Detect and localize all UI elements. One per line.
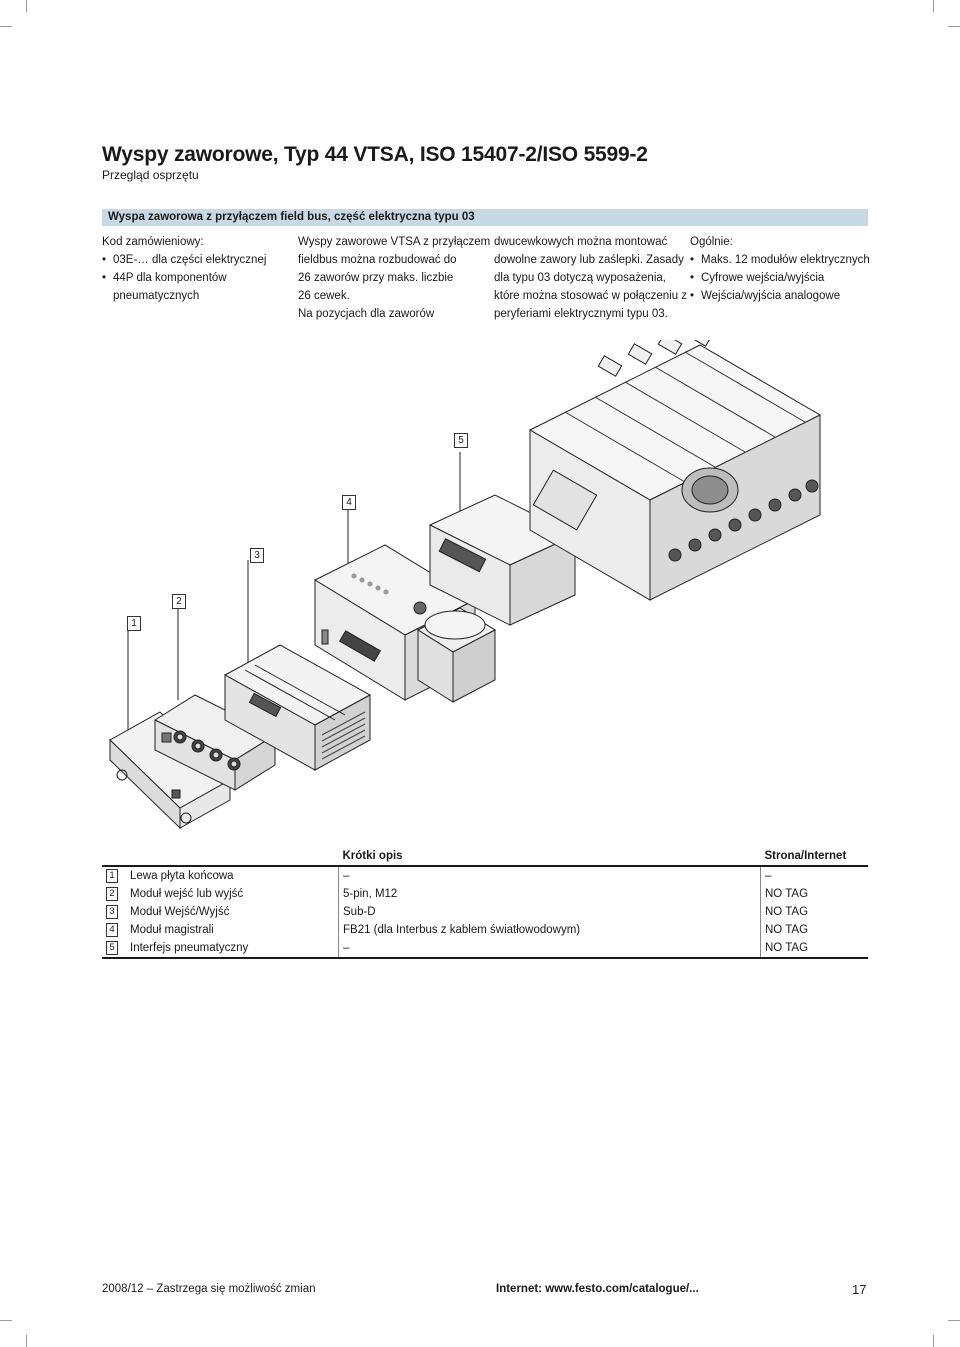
text-line: dowolne zawory lub zaślepki. Zasady xyxy=(494,254,684,266)
io-module-m12-drawing xyxy=(153,694,277,791)
table-row: 1 Lewa płyta końcowa – – xyxy=(102,866,868,885)
list-item: Maks. 12 modułów elektrycznych xyxy=(690,251,870,269)
parts-table: Krótki opis Strona/Internet 1 Lewa płyta… xyxy=(102,845,868,959)
row-page: – xyxy=(765,870,772,882)
text-line: dwucewkowych można montować xyxy=(494,236,668,248)
page-subtitle: Przegląd osprzętu xyxy=(102,168,199,182)
crop-mark xyxy=(933,0,934,12)
order-code-heading: Kod zamówieniowy: xyxy=(102,236,204,248)
list-item: Wejścia/wyjścia analogowe xyxy=(690,287,870,305)
text-line: 26 cewek. xyxy=(298,290,350,302)
row-number: 5 xyxy=(106,941,118,955)
crop-mark xyxy=(26,0,27,12)
description-column-2: dwucewkowych można montować dowolne zawo… xyxy=(494,233,687,323)
connector-drawing xyxy=(416,607,497,703)
table-row: 2 Moduł wejść lub wyjść 5-pin, M12 NO TA… xyxy=(102,885,868,903)
crop-mark xyxy=(933,1335,934,1347)
list-item: 03E-… dla części elektrycznej xyxy=(102,251,266,269)
callout-2: 2 xyxy=(172,594,186,609)
crop-mark xyxy=(0,1320,12,1321)
table-row: 5 Interfejs pneumatyczny – NO TAG xyxy=(102,939,868,959)
column-header-page: Strona/Internet xyxy=(760,845,868,867)
crop-mark xyxy=(948,26,960,27)
row-description: – xyxy=(338,939,761,959)
io-module-subd-drawing xyxy=(223,644,372,771)
section-heading: Wyspa zaworowa z przyłączem field bus, c… xyxy=(102,209,868,226)
text-line: peryferiami elektrycznymi typu 03. xyxy=(494,308,668,320)
crop-mark xyxy=(26,1335,27,1347)
row-description: – xyxy=(338,866,761,885)
list-item: pneumatycznych xyxy=(113,290,200,302)
table-row: 4 Moduł magistrali FB21 (dla Interbus z … xyxy=(102,921,868,939)
row-page: NO TAG xyxy=(765,924,809,936)
callout-3: 3 xyxy=(250,548,264,563)
table-row: 3 Moduł Wejść/Wyjść Sub-D NO TAG xyxy=(102,903,868,921)
row-page: NO TAG xyxy=(765,888,809,900)
row-number: 4 xyxy=(106,923,118,937)
text-line: dla typu 03 dotyczą wyposażenia, xyxy=(494,272,666,284)
row-name: Moduł Wejść/Wyjść xyxy=(126,903,339,921)
end-plate-drawing xyxy=(109,711,231,830)
text-line: fieldbus można rozbudować do xyxy=(298,254,457,266)
row-name: Moduł wejść lub wyjść xyxy=(126,885,339,903)
callout-4: 4 xyxy=(342,495,356,510)
row-name: Moduł magistrali xyxy=(126,921,339,939)
order-code-column: Kod zamówieniowy: 03E-… dla części elekt… xyxy=(102,233,266,305)
row-description: Sub-D xyxy=(338,903,761,921)
text-line: 26 zaworów przy maks. liczbie xyxy=(298,272,454,284)
column-header-description: Krótki opis xyxy=(338,845,761,867)
row-description: 5-pin, M12 xyxy=(338,885,761,903)
text-line: Wyspy zaworowe VTSA z przyłączem xyxy=(298,236,491,248)
footer-date-note: 2008/12 – Zastrzega się możliwość zmian xyxy=(102,1283,316,1295)
row-number: 1 xyxy=(106,869,118,883)
row-number: 3 xyxy=(106,905,118,919)
row-page: NO TAG xyxy=(765,906,809,918)
row-page: NO TAG xyxy=(760,939,868,959)
pneumatic-interface-drawing xyxy=(428,494,577,626)
page-number: 17 xyxy=(852,1282,867,1297)
crop-mark xyxy=(948,1320,960,1321)
page-title: Wyspy zaworowe, Typ 44 VTSA, ISO 15407-2… xyxy=(102,143,648,166)
valve-terminal-illustration xyxy=(109,340,822,830)
callout-1: 1 xyxy=(127,616,141,631)
row-name: Interfejs pneumatyczny xyxy=(126,939,339,959)
row-description: FB21 (dla Interbus z kablem światłowodow… xyxy=(338,921,761,939)
text-line: które można stosować w połączeniu z xyxy=(494,290,688,302)
list-item: Cyfrowe wejścia/wyjścia xyxy=(690,269,870,287)
description-column-1: Wyspy zaworowe VTSA z przyłączem fieldbu… xyxy=(298,233,490,323)
general-column: Ogólnie: Maks. 12 modułów elektrycznych … xyxy=(690,233,870,305)
row-number: 2 xyxy=(106,887,118,901)
valve-terminal-drawing xyxy=(528,340,822,601)
crop-mark xyxy=(0,26,12,27)
table-header-row: Krótki opis Strona/Internet xyxy=(102,845,868,867)
text-line: Na pozycjach dla zaworów xyxy=(298,308,435,320)
general-heading: Ogólnie: xyxy=(690,236,733,248)
row-name: Lewa płyta końcowa xyxy=(126,866,339,885)
list-item: 44P dla komponentów xyxy=(102,269,266,287)
callout-5: 5 xyxy=(454,433,468,448)
footer-internet-link[interactable]: Internet: www.festo.com/catalogue/... xyxy=(496,1283,699,1295)
